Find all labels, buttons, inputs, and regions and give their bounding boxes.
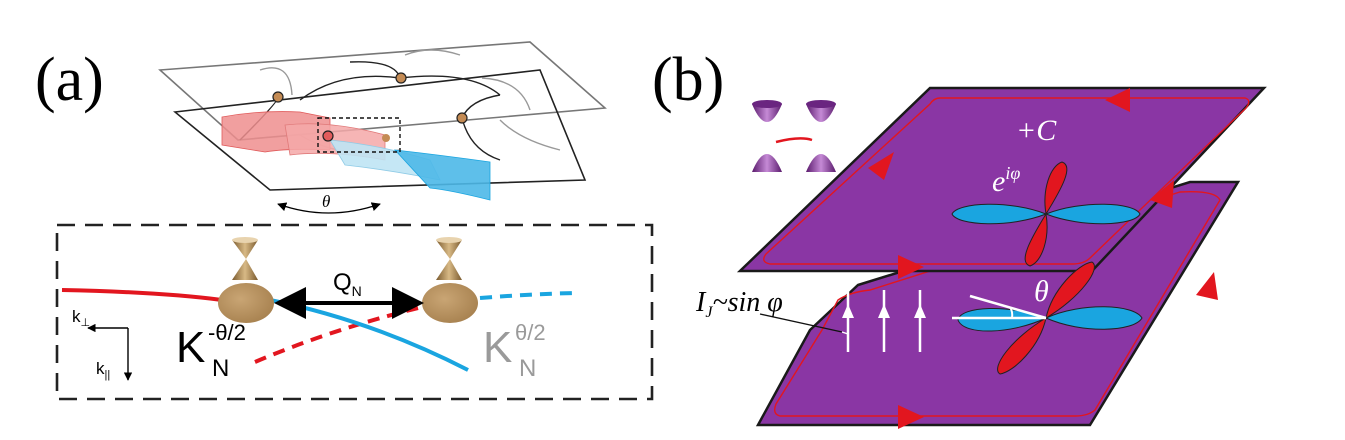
edge-arrow — [898, 255, 924, 279]
panel-b-label: (b) — [652, 46, 724, 114]
zoom-box — [317, 117, 401, 153]
blue-arc-dashed — [479, 291, 576, 300]
q-arrowhead-left — [274, 287, 306, 319]
moire-sheets — [158, 41, 607, 201]
panel-b: (b) +C eiφ — [652, 46, 1267, 429]
current-pointer — [759, 313, 843, 333]
red-arc — [61, 288, 223, 302]
weyl-node-left — [218, 283, 274, 323]
k-left-sup: -θ/2 — [208, 320, 246, 345]
upper-edge-mode — [763, 97, 1250, 265]
theta-ray-tilted — [969, 294, 1047, 320]
sheet-back — [158, 41, 607, 141]
blue-ribbon-2 — [393, 149, 491, 201]
lower-edge-mode — [773, 190, 1221, 417]
weyl-node — [272, 91, 284, 103]
chern-label: +C — [1016, 114, 1057, 147]
k-left-sub: N — [212, 355, 229, 382]
phase-label: eiφ — [992, 163, 1020, 198]
k-right-label: K — [483, 323, 512, 372]
theta-arc — [1009, 306, 1014, 319]
edge-arrow — [1150, 180, 1174, 208]
weyl-node-right — [422, 283, 478, 323]
dirac-cone-left — [232, 237, 258, 280]
k-perp-label: k⊥ — [72, 307, 90, 329]
edge-arrow — [868, 152, 894, 180]
q-arrowhead-right — [392, 287, 424, 319]
k-right-sub: N — [519, 355, 536, 382]
weyl-node — [456, 112, 468, 124]
k-axes: k⊥ k|| — [72, 307, 133, 381]
weyl-node — [395, 72, 407, 84]
band-cones — [752, 100, 836, 172]
theta-label-b: θ — [1034, 275, 1049, 308]
sheet-front — [173, 69, 587, 191]
current-label: IJ~sin φ — [695, 287, 783, 321]
q-label: QN — [333, 269, 362, 299]
k-right-sup: θ/2 — [515, 320, 546, 345]
weyl-node — [322, 130, 334, 142]
theta-label-a: θ — [322, 192, 330, 211]
panel-a-label: (a) — [35, 46, 104, 114]
edge-arrow — [1105, 88, 1130, 112]
edge-state-link — [775, 137, 813, 144]
theta-arrow — [277, 202, 381, 214]
edge-arrow — [898, 405, 924, 429]
weyl-node — [382, 134, 390, 142]
panel-a: (a) — [35, 41, 654, 401]
dirac-cone-right — [436, 237, 462, 280]
inset-box — [55, 223, 654, 401]
d-wave-orbital-bottom — [952, 261, 1143, 375]
k-left-label: K — [176, 323, 205, 372]
edge-arrow — [1196, 272, 1218, 300]
d-wave-orbital-top — [951, 161, 1141, 267]
k-par-label: k|| — [96, 359, 110, 381]
josephson-currents — [759, 290, 926, 352]
